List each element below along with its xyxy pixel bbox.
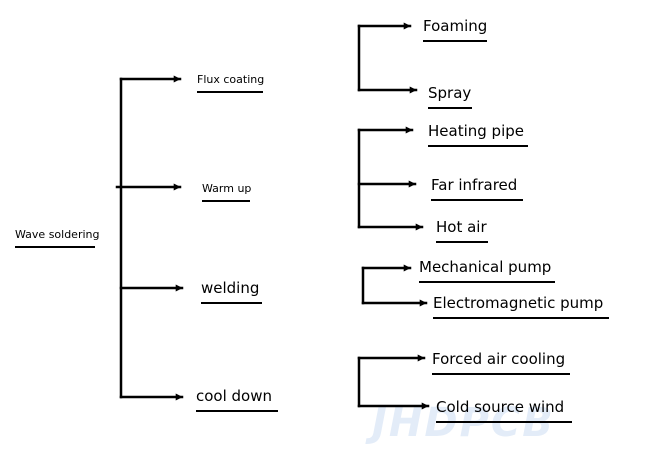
watermark-text: JHDPCB xyxy=(372,400,555,446)
method-node-electromagnetic-pump: Electromagnetic pump xyxy=(433,296,609,319)
method-node-mechanical-pump: Mechanical pump xyxy=(419,260,555,283)
method-node-heating-pipe: Heating pipe xyxy=(428,124,528,147)
method-node-spray: Spray xyxy=(428,86,472,109)
root-node-wave-soldering: Wave soldering xyxy=(15,229,100,248)
stage-node-welding: welding xyxy=(201,281,262,304)
stage-node-cool-down: cool down xyxy=(196,389,278,412)
method-node-far-infrared: Far infrared xyxy=(431,178,523,201)
stage-node-warm-up: Warm up xyxy=(202,183,251,202)
method-node-forced-air-cooling: Forced air cooling xyxy=(432,352,570,375)
watermark-logo: JHDPCB xyxy=(372,400,555,446)
method-node-foaming: Foaming xyxy=(423,19,487,42)
method-node-hot-air: Hot air xyxy=(436,220,488,243)
stage-node-flux-coating: Flux coating xyxy=(197,74,264,93)
method-node-cold-source-wind: Cold source wind xyxy=(436,400,572,423)
